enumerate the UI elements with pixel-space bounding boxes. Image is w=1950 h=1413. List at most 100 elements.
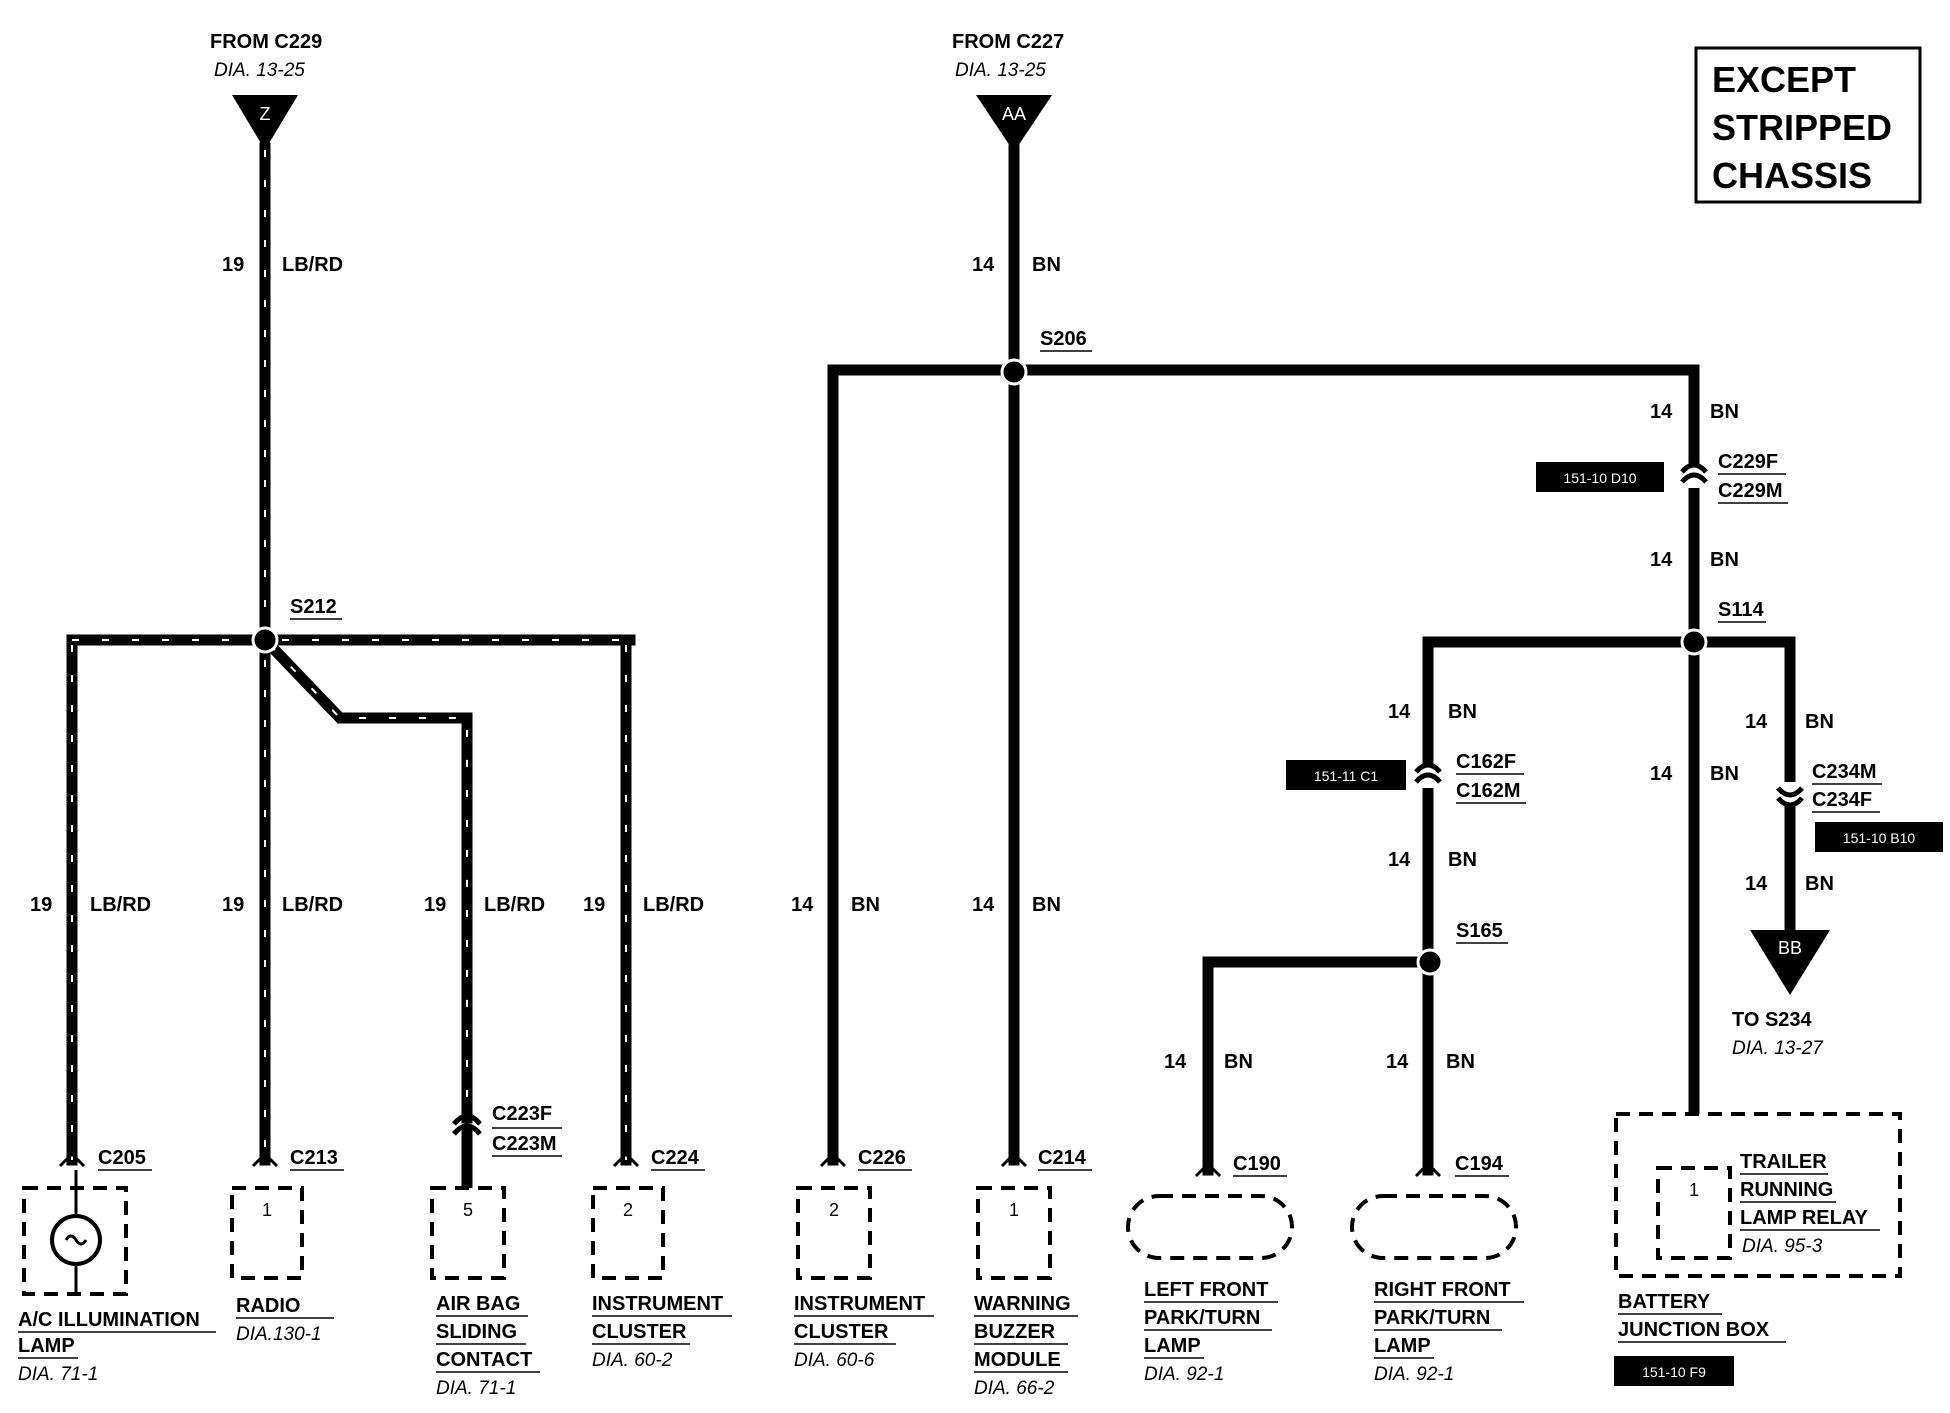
wire-color-label: BN: [851, 894, 880, 916]
ref-tag-151-10-f9: [1614, 1356, 1734, 1386]
to-s234-label: TO S234: [1732, 1009, 1813, 1031]
relay-name-line2: RUNNING: [1740, 1179, 1833, 1201]
ref-tag-151-10-d10: [1536, 462, 1664, 492]
connector-c194: C194: [1455, 1153, 1504, 1175]
connector-c205: C205: [98, 1147, 146, 1169]
radio-name: RADIO: [236, 1295, 300, 1317]
splice-s212-label: S212: [290, 596, 337, 618]
ref-tag-label: 151-10 F9: [1642, 1364, 1706, 1380]
wire-gauge-label: 19: [424, 894, 446, 916]
relay-connector-box: [1656, 1166, 1732, 1260]
wire-color-label: BN: [1448, 849, 1477, 871]
left-front-lamp-outline: [1126, 1194, 1294, 1260]
to-s234-marker-label: BB: [1778, 938, 1802, 958]
wire-color-label: BN: [1032, 254, 1061, 276]
wire-color-label: LB/RD: [282, 894, 343, 916]
cluster2-pin: 2: [829, 1200, 839, 1220]
wire-gauge-label: 19: [222, 894, 244, 916]
notice-line-3: CHASSIS: [1712, 155, 1872, 196]
to-s234-dia: DIA. 13-27: [1732, 1038, 1824, 1059]
wire-gauge-label: 14: [1388, 849, 1411, 871]
buzzer-name-line3: MODULE: [974, 1349, 1061, 1371]
c162-inline-connector: [1414, 762, 1442, 774]
rf-lamp-name-line3: LAMP: [1374, 1335, 1431, 1357]
connector-c223f: C223F: [492, 1103, 552, 1125]
ref-tag-151-10-b10: [1815, 822, 1943, 852]
wire-gauge-label: 14: [972, 254, 995, 276]
wire-gauge-label: 14: [1745, 711, 1768, 733]
radio-connector-box: [230, 1186, 304, 1280]
wire-color-label: LB/RD: [90, 894, 151, 916]
connector-c229f: C229F: [1718, 451, 1778, 473]
splice-s114: [1680, 628, 1708, 656]
connector-c234m: C234M: [1812, 761, 1876, 783]
connector-c229m: C229M: [1718, 480, 1782, 502]
buzzer-name-line1: WARNING: [974, 1293, 1071, 1315]
lf-lamp-dia: DIA. 92-1: [1144, 1364, 1224, 1385]
cluster2-dia: DIA. 60-6: [794, 1350, 875, 1371]
lf-lamp-name-line3: LAMP: [1144, 1335, 1201, 1357]
wire-gauge-label: 14: [1650, 763, 1673, 785]
lf-lamp-name-line2: PARK/TURN: [1144, 1307, 1260, 1329]
bjb-name-line1: BATTERY: [1618, 1291, 1711, 1313]
source-aa-marker-label: AA: [1002, 104, 1026, 124]
wire-color-label: BN: [1032, 894, 1061, 916]
cluster1-name-line2: CLUSTER: [592, 1321, 687, 1343]
source-z-marker: [232, 95, 298, 150]
bjb-name-line2: JUNCTION BOX: [1618, 1319, 1770, 1341]
wire-gauge-label: 19: [222, 254, 244, 276]
airbag-name-line3: CONTACT: [436, 1349, 532, 1371]
relay-name-line1: TRAILER: [1740, 1151, 1827, 1173]
buzzer-name-line2: BUZZER: [974, 1321, 1056, 1343]
source-aa-dia: DIA. 13-25: [955, 60, 1046, 81]
bn-wire-group: [827, 144, 1796, 1176]
c223-inline-connector: [452, 1113, 482, 1126]
source-z-from: FROM C229: [210, 31, 322, 53]
wire-s114-bus: [1422, 636, 1796, 946]
wire-color-label: BN: [1710, 549, 1739, 571]
buzzer-connector-box: [976, 1186, 1052, 1280]
connector-c224: C224: [651, 1147, 700, 1169]
lbrd-wire-group: [66, 142, 636, 1166]
wire-gauge-label: 19: [30, 894, 52, 916]
source-z-dia: DIA. 13-25: [214, 60, 305, 81]
airbag-name-line2: SLIDING: [436, 1321, 517, 1343]
source-z-marker-label: Z: [260, 104, 271, 124]
wire-color-label: BN: [1448, 701, 1477, 723]
wire-gauge-label: 14: [1388, 701, 1411, 723]
rf-lamp-name-line1: RIGHT FRONT: [1374, 1279, 1511, 1301]
connector-c162m: C162M: [1456, 780, 1520, 802]
instrument-cluster-2-connector-box: [796, 1186, 872, 1280]
relay-dia: DIA. 95-3: [1742, 1236, 1823, 1257]
splice-s212: [251, 626, 279, 654]
wire-color-label: LB/RD: [643, 894, 704, 916]
wire-color-label: LB/RD: [484, 894, 545, 916]
buzzer-dia: DIA. 66-2: [974, 1378, 1055, 1399]
wire-s206-bus: [827, 364, 1700, 1146]
cluster1-dia: DIA. 60-2: [592, 1350, 673, 1371]
wire-color-label: BN: [1446, 1051, 1475, 1073]
wire-color-label: BN: [1224, 1051, 1253, 1073]
connector-c234f: C234F: [1812, 789, 1872, 811]
splice-s165-label: S165: [1456, 920, 1503, 942]
wire-gauge-label: 14: [1650, 401, 1673, 423]
notice-box: [1694, 46, 1922, 204]
cluster1-name-line1: INSTRUMENT: [592, 1293, 723, 1315]
notice-line-2: STRIPPED: [1712, 107, 1892, 148]
ref-tag-label: 151-10 D10: [1563, 470, 1636, 486]
airbag-name-line1: AIR BAG: [436, 1293, 520, 1315]
source-aa-marker: [976, 95, 1052, 152]
connector-c226: C226: [858, 1147, 906, 1169]
wire-color-label: BN: [1710, 401, 1739, 423]
ref-tag-label: 151-11 C1: [1314, 768, 1379, 784]
buzzer-pin: 1: [1009, 1200, 1019, 1220]
connector-c214: C214: [1038, 1147, 1087, 1169]
rf-lamp-dia: DIA. 92-1: [1374, 1364, 1454, 1385]
ref-tag-label: 151-10 B10: [1843, 830, 1916, 846]
wire-color-label: LB/RD: [282, 254, 343, 276]
wire-color-label: BN: [1805, 711, 1834, 733]
airbag-connector-box: [430, 1186, 506, 1280]
relay-name-line3: LAMP RELAY: [1740, 1207, 1868, 1229]
